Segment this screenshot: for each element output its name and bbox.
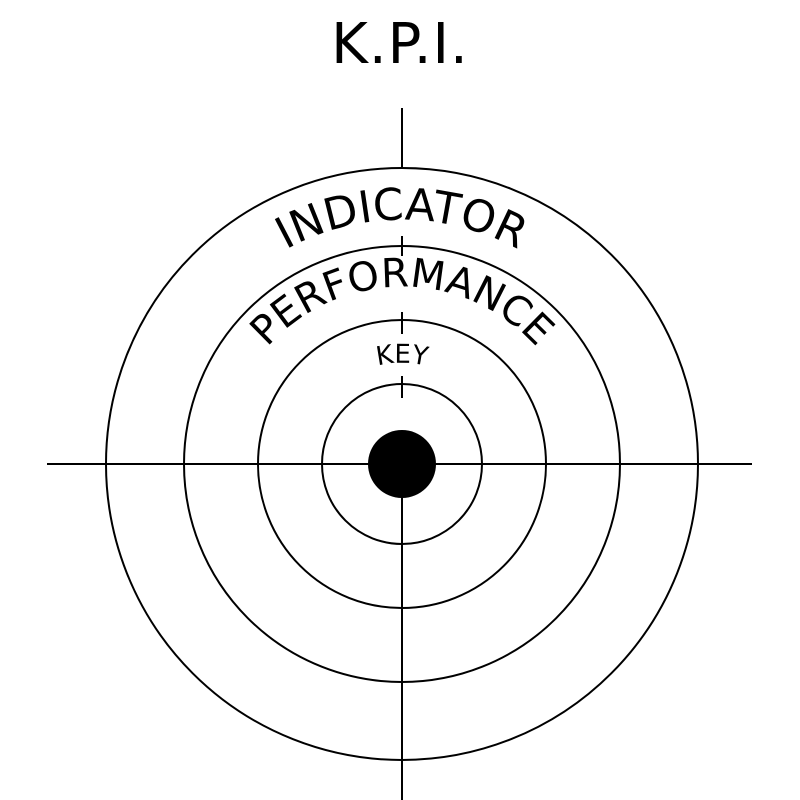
bullseye: [368, 430, 436, 498]
ring-label-middle: PERFORMANCE: [242, 250, 563, 354]
page-title: K.P.I.: [331, 12, 469, 77]
ring-label-inner: KEY: [374, 340, 431, 373]
